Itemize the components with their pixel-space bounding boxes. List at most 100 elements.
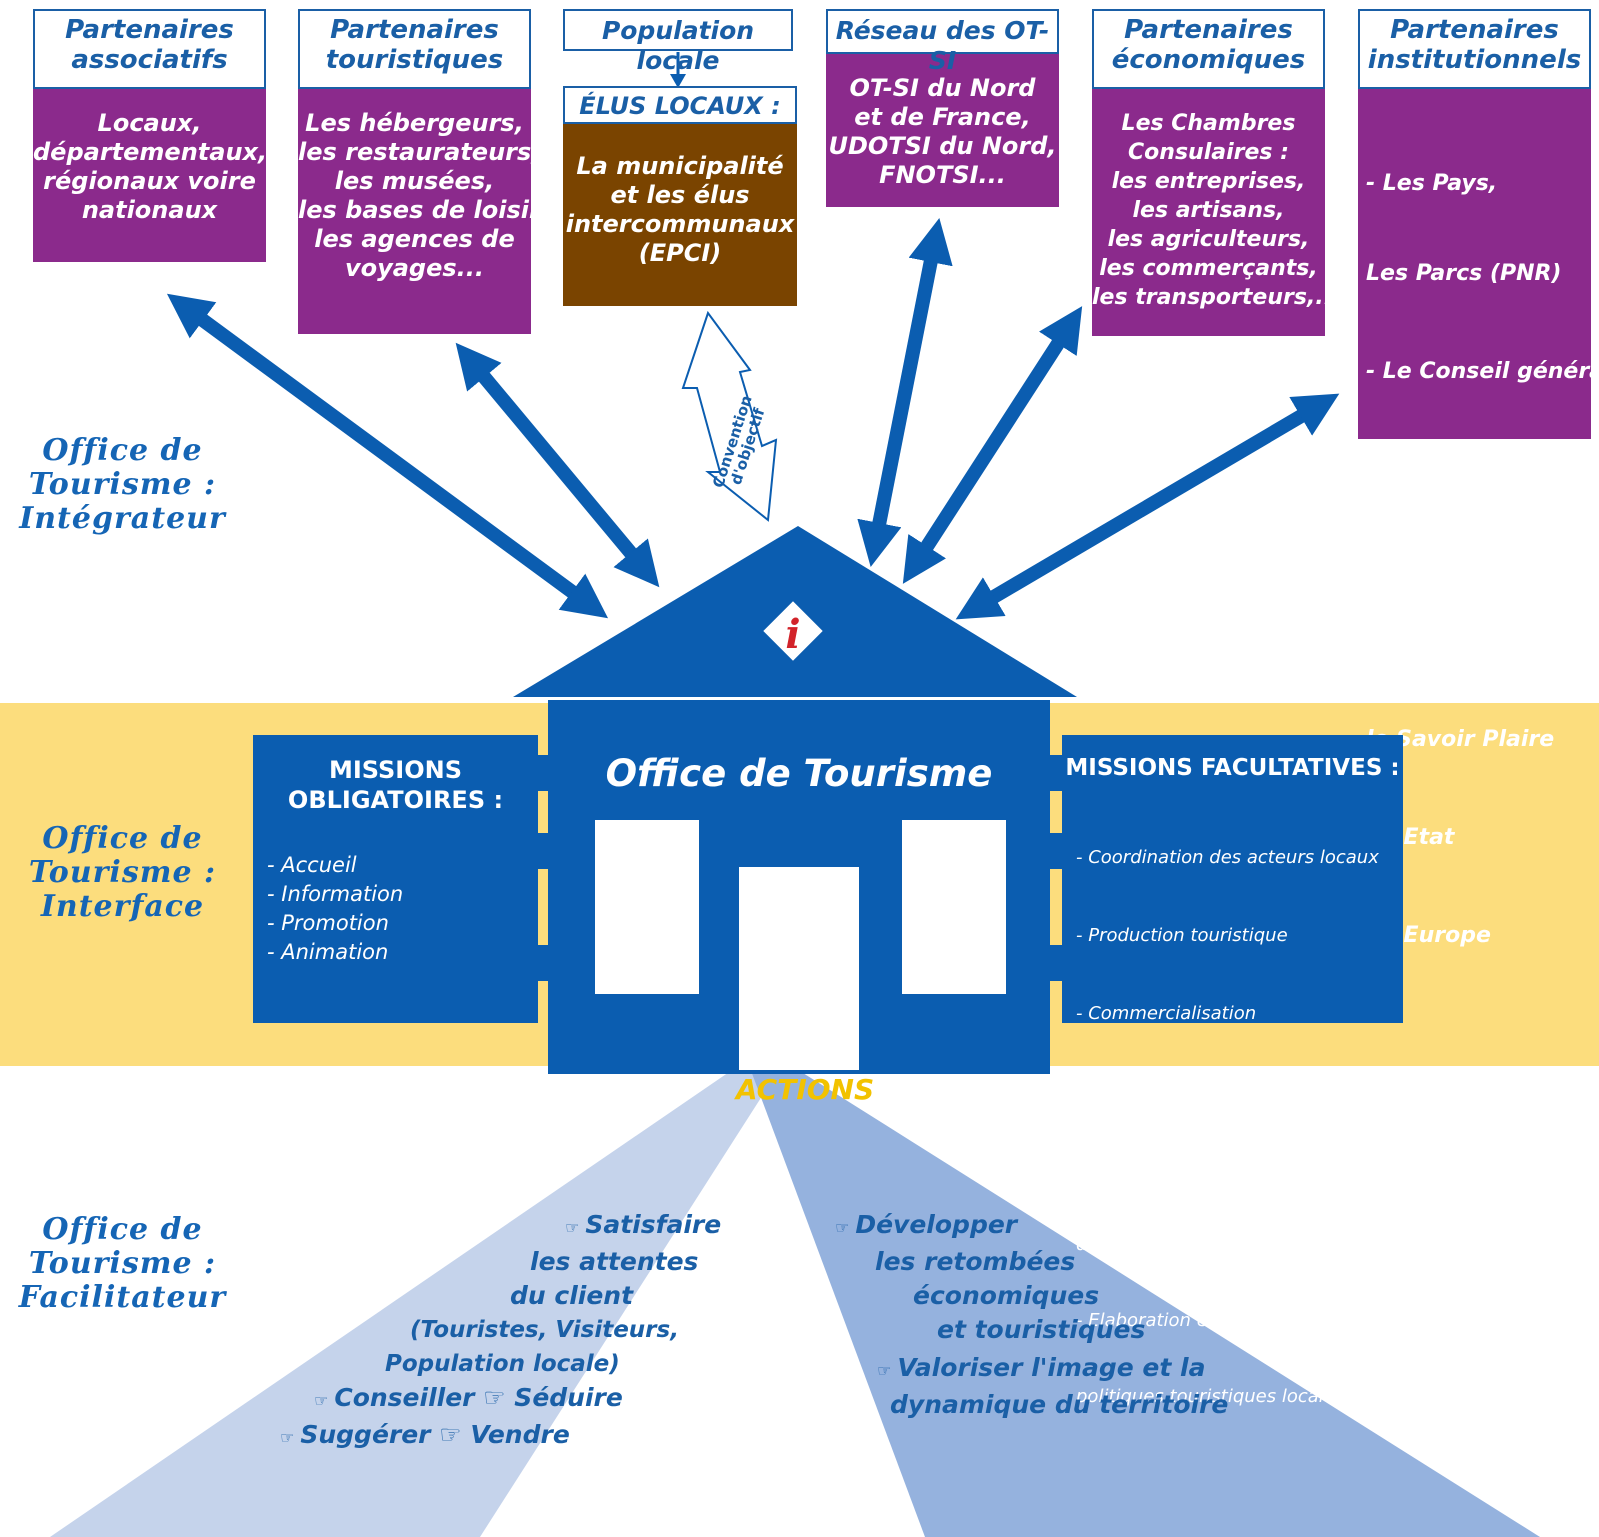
partner-institutionnels: Partenaires institutionnels - Les Pays, … <box>1358 9 1599 948</box>
hand-pointer-icon: ☞ <box>565 1218 580 1237</box>
action-text: (Touristes, Visiteurs, <box>410 1317 679 1343</box>
info-logo: i <box>760 598 826 664</box>
action-text: du client <box>510 1281 634 1310</box>
arrow-institutionnels <box>955 393 1340 620</box>
arrow-population-elus-head <box>670 74 686 88</box>
role-line: Interface <box>40 889 205 924</box>
body-line: départementaux, <box>33 138 268 166</box>
body-line: La municipalité <box>576 152 784 180</box>
missions-facultatives-list: - Coordination des acteurs locaux - Prod… <box>1062 793 1403 1461</box>
missions-obligatoires-title: MISSIONS OBLIGATOIRES : <box>253 755 538 815</box>
arrow-economiques <box>902 306 1083 584</box>
heading-line: Partenaires <box>1124 15 1293 45</box>
mission-item: politiques touristiques locales <box>1076 1386 1345 1407</box>
role-line: Tourisme : <box>28 1246 217 1281</box>
action-line: ☞ Suggérer ☞ Vendre <box>280 1418 721 1455</box>
partner-body: Les Chambres Consulaires : les entrepris… <box>1092 89 1341 336</box>
body-line: les commerçants, <box>1099 256 1318 281</box>
body-line: Les Chambres <box>1121 111 1296 136</box>
heading-line: touristiques <box>325 45 504 75</box>
partner-heading: Partenaires associatifs <box>33 9 266 89</box>
body-line: - Le Conseil général, <box>1366 359 1599 384</box>
mission-item: - Commercialisation <box>1076 1003 1257 1024</box>
action-line: (Touristes, Visiteurs, <box>410 1313 721 1347</box>
mission-item: - Coordination des acteurs locaux <box>1076 847 1379 868</box>
arrow-associatifs <box>166 293 609 619</box>
role-line: Tourisme : <box>28 855 217 890</box>
actions-label: ACTIONS <box>735 1073 875 1106</box>
body-line: UDOTSI du Nord, <box>828 132 1057 160</box>
partner-body: Les hébergeurs, les restaurateurs, les m… <box>298 89 564 334</box>
partner-economiques: Partenaires économiques Les Chambres Con… <box>1092 9 1341 336</box>
missions-obligatoires: MISSIONS OBLIGATOIRES : - Accueil - Info… <box>253 735 538 1023</box>
action-text: Valoriser l'image et la <box>897 1353 1206 1382</box>
body-line: les restaurateurs, <box>298 138 541 166</box>
action-line: du client <box>510 1279 721 1313</box>
body-line: les agriculteurs, <box>1107 227 1310 252</box>
mission-item: - Information <box>267 882 404 906</box>
hand-pointer-icon: ☞ <box>835 1218 850 1237</box>
action-text: Suggérer ☞ Vendre <box>300 1420 570 1449</box>
action-text: Satisfaire <box>585 1210 722 1239</box>
role-line: Intégrateur <box>19 501 226 536</box>
body-line: FNOTSI... <box>879 161 1006 189</box>
action-text: économiques <box>913 1281 1100 1310</box>
body-line: et les élus <box>610 181 750 209</box>
action-text: les attentes <box>530 1247 699 1276</box>
house-window-left <box>595 820 699 994</box>
connector-right-1 <box>1048 755 1062 791</box>
action-text: les retombées <box>875 1247 1076 1276</box>
body-line: Les Parcs (PNR) <box>1366 261 1562 286</box>
action-line: ☞Conseiller ☞ Séduire <box>314 1381 721 1418</box>
heading-line: Partenaires <box>1390 15 1559 45</box>
mission-item: - Accueil <box>267 853 357 877</box>
connector-right-2 <box>1048 833 1062 869</box>
connector-left-2 <box>536 833 550 869</box>
heading-line: Réseau des OT-SI <box>835 16 1050 75</box>
body-line: les musées, <box>334 167 495 195</box>
actions-left: ☞ Satisfaire les attentes du client (Tour… <box>280 1208 721 1455</box>
hand-pointer-icon: ☞ <box>280 1428 295 1447</box>
role-line: Office de <box>42 821 203 856</box>
convention-arrow <box>681 310 778 522</box>
partner-heading: Partenaires économiques <box>1092 9 1325 89</box>
info-icon: i <box>785 611 800 658</box>
heading-line: institutionnels <box>1367 45 1582 75</box>
population-label: Population locale <box>601 16 755 75</box>
light-beam-right <box>750 1068 1540 1537</box>
connector-left-3 <box>536 945 550 981</box>
body-line: - le Conseil <box>1366 547 1503 572</box>
body-line: régionaux voire <box>43 167 256 195</box>
missions-facultatives-title: MISSIONS FACULTATIVES : <box>1065 755 1400 781</box>
role-line: Facilitateur <box>18 1280 227 1315</box>
partner-touristiques: Partenaires touristiques Les hébergeurs,… <box>298 9 564 334</box>
house-door <box>739 867 859 1070</box>
action-line: ☞Développer <box>835 1208 1228 1245</box>
body-line: voyages... <box>344 254 485 282</box>
arrow-touristiques <box>455 342 660 588</box>
mission-item: - Gestion d'équipements <box>1076 1081 1298 1102</box>
mission-item: - Production touristique <box>1076 925 1288 946</box>
population-locale-box: Population locale <box>563 9 793 75</box>
body-line: - Les Pays, <box>1366 171 1498 196</box>
body-line: Les hébergeurs, <box>305 109 524 137</box>
body-line: Locaux, <box>97 109 202 137</box>
partner-associatifs: Partenaires associatifs Locaux, départem… <box>33 9 268 262</box>
body-line: les transporteurs,... <box>1092 285 1341 310</box>
connector-left-1 <box>536 755 550 791</box>
hand-pointer-icon: ☞ <box>314 1391 329 1410</box>
body-line: intercommunaux <box>565 210 795 238</box>
partner-body: - Les Pays, Les Parcs (PNR) - Le Conseil… <box>1358 89 1599 948</box>
body-line: les artisans, <box>1132 198 1285 223</box>
body-line: Régional, le CRT, <box>1366 637 1572 662</box>
actions-right: ☞Développer les retombées économiques et… <box>835 1208 1228 1422</box>
action-line: et touristiques <box>937 1313 1228 1347</box>
heading-line: économiques <box>1111 45 1306 75</box>
body-line: et de France, <box>854 103 1031 131</box>
body-line: le CDT, le SLRA <box>1366 449 1552 474</box>
body-line: les agences de <box>314 225 515 253</box>
elus-heading-label: ÉLUS LOCAUX : <box>579 92 781 120</box>
role-integrateur: Office de Tourisme : Intégrateur <box>10 434 235 536</box>
office-title: Office de Tourisme <box>605 752 993 795</box>
action-line: ☞Valoriser l'image et la <box>877 1351 1228 1388</box>
